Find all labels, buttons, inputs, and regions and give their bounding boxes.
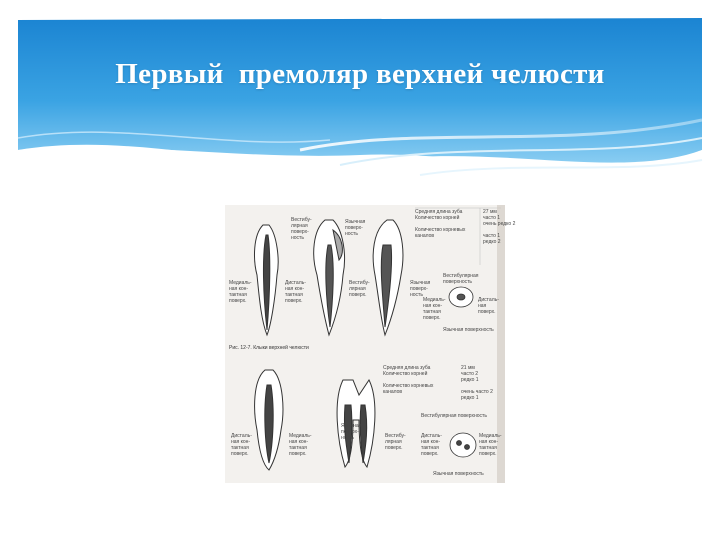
label-cross-distal: Дисталь- ная поверх. [478,297,499,315]
table-2-labels: Средняя длина зуба Количество корней Кол… [383,365,434,395]
tooth-top-3 [372,219,404,337]
tooth-top-1 [254,224,279,337]
label-bottom-vestibular: Вестибу- лярная поверх. [385,433,406,451]
tooth-drawings [254,205,505,483]
tooth-bottom-1 [254,369,284,471]
table-1-labels: Средняя длина зуба Количество корней Кол… [415,209,466,239]
label-lingual-surface: Язычная поверх- ность [345,219,366,237]
label-bottom-lingual: Язычная поверх- ность [341,423,362,441]
label-medial-contact: Медиаль- ная кон- тактная поверх. [229,280,252,304]
table-2-values: 21 мм часто 2 редко 1 очень часто 2 редк… [461,365,493,401]
header-wave-background [17,18,703,200]
cross-section-top [448,286,474,308]
label-bottom-cross-medial: Медиаль- ная кон- тактная поверх. [479,433,502,457]
label-vestibular-surface: Вестибу- лярная поверх- ность [291,217,312,241]
tooth-figure-scan: Вестибу- лярная поверх- ность Язычная по… [225,205,515,483]
cross-section-bottom [449,432,477,458]
label-vestibular-surface-2: Вестибу- лярная поверх. [349,280,370,298]
label-cross-medial: Медиаль- ная кон- тактная поверх. [423,297,446,321]
label-lingual-2: Язычная поверх- ность [410,280,431,298]
label-bottom-cross-distal: Дисталь- ная кон- тактная поверх. [421,433,442,457]
table-1-values: 27 мм часто 1 очень редко 2 часто 1 редк… [483,209,516,245]
label-bottom-cross-vestibular: Вестибулярная поверхность [421,413,487,419]
label-cross-vestibular: Вестибулярная поверхность [443,273,479,285]
tooth-bottom-2 [336,379,376,469]
label-distal-contact: Дисталь- ная кон- тактная поверх. [285,280,306,304]
label-bottom-medial: Медиаль- ная кон- тактная поверх. [289,433,312,457]
tooth-top-2 [313,219,346,337]
label-cross-lingual: Язычная поверхность [443,327,494,333]
figure-caption: Рис. 12-7. Клыки верхней челюсти [229,345,309,351]
label-bottom-cross-lingual: Язычная поверхность [433,471,484,477]
label-bottom-distal: Дисталь- ная кон- тактная поверх. [231,433,252,457]
slide-title: Первый премоляр верхней челюсти [115,58,605,90]
slide-header: Первый премоляр верхней челюсти [0,0,720,200]
